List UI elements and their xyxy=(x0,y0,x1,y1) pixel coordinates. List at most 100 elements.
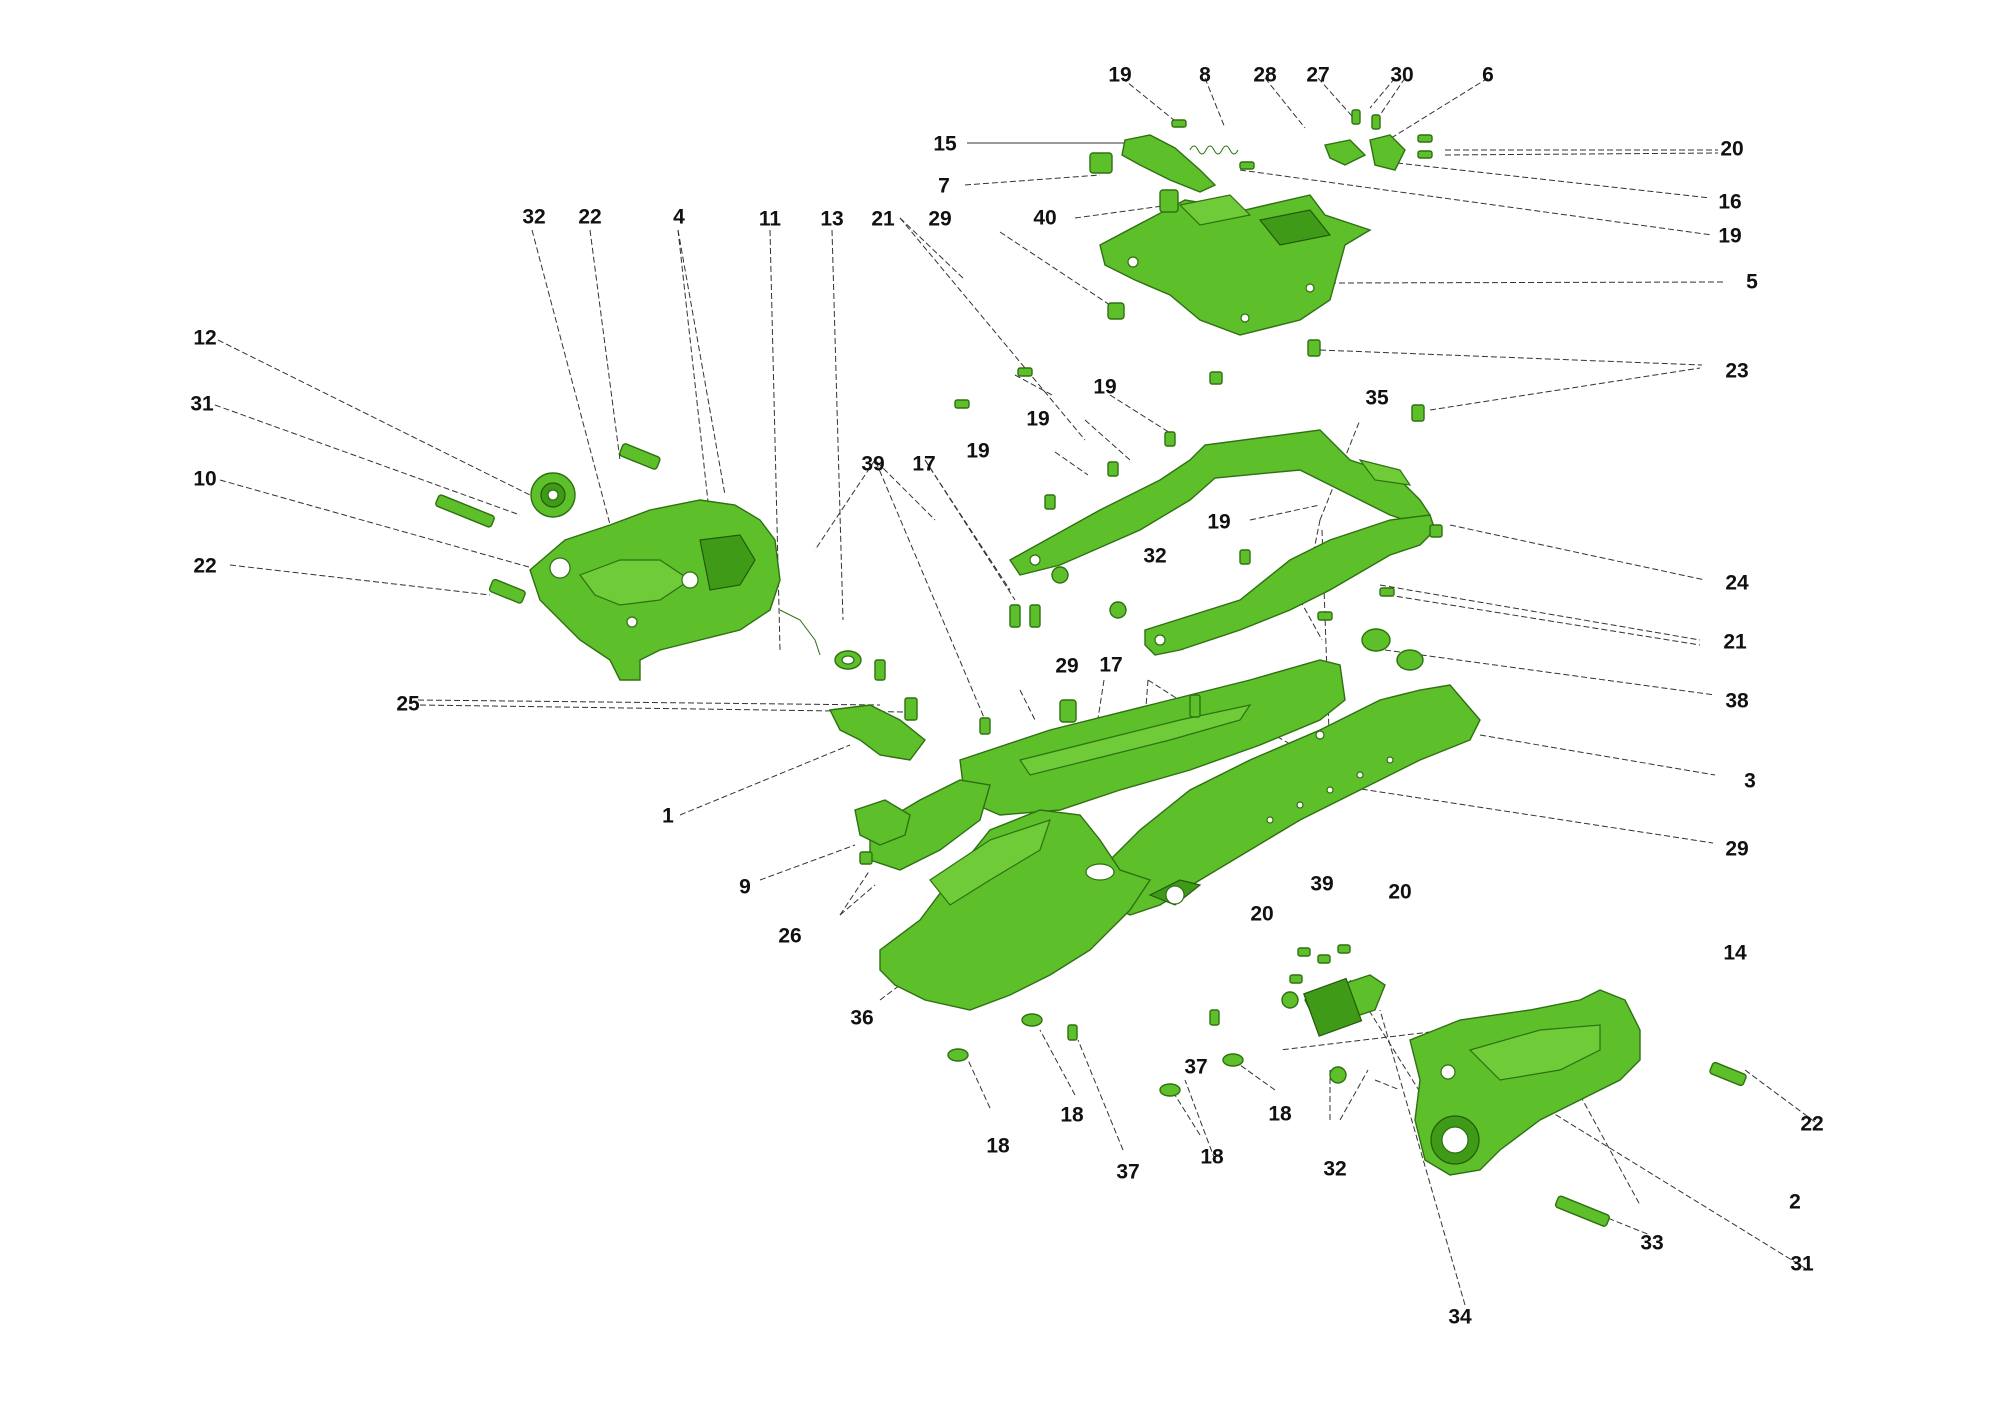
callout-19-right: 19 xyxy=(1718,225,1741,248)
callout-1: 1 xyxy=(662,805,674,828)
part-20-screw-a xyxy=(1289,974,1303,984)
callout-27: 27 xyxy=(1306,64,1329,87)
part-9-bracket xyxy=(854,799,911,846)
callout-29-mid: 29 xyxy=(1055,655,1078,678)
callout-2: 2 xyxy=(1789,1191,1801,1214)
callout-29-top: 29 xyxy=(928,208,951,231)
callout-32-right: 32 xyxy=(1323,1158,1346,1181)
callout-35: 35 xyxy=(1365,387,1389,410)
callout-32-mid: 32 xyxy=(1143,545,1166,568)
callout-34: 34 xyxy=(1448,1306,1472,1329)
part-19-bolt-mid-c xyxy=(1044,494,1056,510)
part-17-bolt-b xyxy=(1029,604,1041,628)
part-30-bolt-a xyxy=(1351,109,1361,125)
part-21-bolt-b xyxy=(954,399,970,409)
callout-38: 38 xyxy=(1725,690,1749,713)
callout-14: 14 xyxy=(1723,942,1747,965)
part-19-bolt-mid-d xyxy=(1239,549,1251,565)
part-22-bolt-right xyxy=(1709,1061,1747,1087)
callout-18-d: 18 xyxy=(1268,1103,1292,1126)
part-15-hinge xyxy=(1121,134,1217,193)
callout-19-top: 19 xyxy=(1108,64,1131,87)
part-32-washer-right-b xyxy=(1329,1066,1347,1084)
part-25-bolt xyxy=(904,697,918,721)
callout-9: 9 xyxy=(739,876,751,899)
part-37-screw-a xyxy=(1067,1024,1078,1041)
part-38-bump-stop-b xyxy=(1396,649,1424,671)
callout-13: 13 xyxy=(820,208,843,231)
part-18-stud-b xyxy=(1021,1013,1043,1027)
part-32-washer-mid-a xyxy=(1051,566,1069,584)
callout-12: 12 xyxy=(193,327,216,350)
part-39-screw-c xyxy=(1297,947,1311,957)
part-32-washer-right-a xyxy=(1281,991,1299,1009)
part-22-bolt-left-a xyxy=(619,443,661,470)
part-20-screw-top-b xyxy=(1417,150,1433,159)
callout-11: 11 xyxy=(759,208,782,231)
callout-29-right: 29 xyxy=(1725,838,1748,861)
part-20-screw-top-a xyxy=(1417,134,1433,143)
callout-31-left: 31 xyxy=(190,393,214,416)
part-19-bolt-top-b xyxy=(1239,161,1255,170)
callout-20-mid-a: 20 xyxy=(1388,881,1411,904)
part-30-bolt-b xyxy=(1371,114,1381,130)
callout-16: 16 xyxy=(1718,191,1741,214)
part-31-bolt-left xyxy=(435,494,495,528)
part-29-nut xyxy=(1107,302,1125,320)
part-26-nut xyxy=(859,851,873,865)
callout-40: 40 xyxy=(1033,207,1056,230)
callout-17-mid: 17 xyxy=(1099,654,1122,677)
part-39-screw-b xyxy=(979,717,991,735)
callout-19-mid-d: 19 xyxy=(1207,511,1230,534)
part-20-screw-c xyxy=(1337,944,1351,954)
callout-18-b: 18 xyxy=(1060,1104,1084,1127)
part-19-bolt-mid-a xyxy=(1164,431,1176,447)
part-18-stud-d xyxy=(1159,1083,1181,1097)
part-18-stud-a xyxy=(947,1048,969,1062)
part-12-bushing xyxy=(530,472,576,518)
part-23-bolt-a xyxy=(1307,339,1321,357)
part-40-tab xyxy=(1159,189,1179,213)
callout-39-bottom: 39 xyxy=(1310,873,1333,896)
callout-18-c: 18 xyxy=(1200,1146,1224,1169)
leader-lines xyxy=(214,77,1816,1306)
part-17-bolt-a xyxy=(1009,604,1021,628)
callout-10: 10 xyxy=(193,468,216,491)
part-35-frame xyxy=(1008,429,1436,656)
part-21-bolt-a xyxy=(1017,367,1033,377)
part-39-screw-a xyxy=(874,659,886,681)
callout-25: 25 xyxy=(396,693,420,716)
part-3-floor-pan xyxy=(959,659,1481,916)
callout-31-right: 31 xyxy=(1790,1253,1814,1276)
part-6-latch xyxy=(1369,134,1406,171)
callout-20-top: 20 xyxy=(1720,138,1743,161)
callout-5: 5 xyxy=(1746,271,1758,294)
callout-19-mid-b: 19 xyxy=(1026,408,1049,431)
part-1-bracket xyxy=(828,704,926,761)
part-36-front-floor xyxy=(869,779,1152,1011)
callout-37-bottom: 37 xyxy=(1116,1161,1139,1184)
callout-24: 24 xyxy=(1725,572,1749,595)
callout-37-right: 37 xyxy=(1184,1056,1207,1079)
callout-19-mid-a: 19 xyxy=(1093,376,1116,399)
callout-21-right: 21 xyxy=(1723,631,1747,654)
part-23-bolt-b xyxy=(1209,371,1223,385)
callout-33: 33 xyxy=(1640,1232,1663,1255)
part-21-bolt-c xyxy=(1379,587,1395,597)
part-5-upper-plate xyxy=(1099,194,1372,336)
callout-26: 26 xyxy=(778,925,801,948)
callout-30: 30 xyxy=(1390,64,1413,87)
callout-7: 7 xyxy=(938,175,950,198)
part-2-rear-upright xyxy=(1409,989,1641,1176)
part-29-clip xyxy=(1059,699,1077,723)
part-33-bolt xyxy=(1554,1195,1611,1227)
part-23-bolt-c xyxy=(1411,404,1425,422)
callout-22-left-top: 22 xyxy=(578,206,601,229)
callout-numbers: 19 8 28 27 30 6 15 20 7 16 40 19 32 22 4… xyxy=(190,64,1823,1329)
part-24-nut xyxy=(1429,524,1443,538)
callout-18-a: 18 xyxy=(986,1135,1010,1158)
part-19-bolt-top xyxy=(1171,119,1187,128)
callout-32-left-top: 32 xyxy=(522,206,545,229)
callout-39-top: 39 xyxy=(861,453,884,476)
callout-3: 3 xyxy=(1744,770,1756,793)
